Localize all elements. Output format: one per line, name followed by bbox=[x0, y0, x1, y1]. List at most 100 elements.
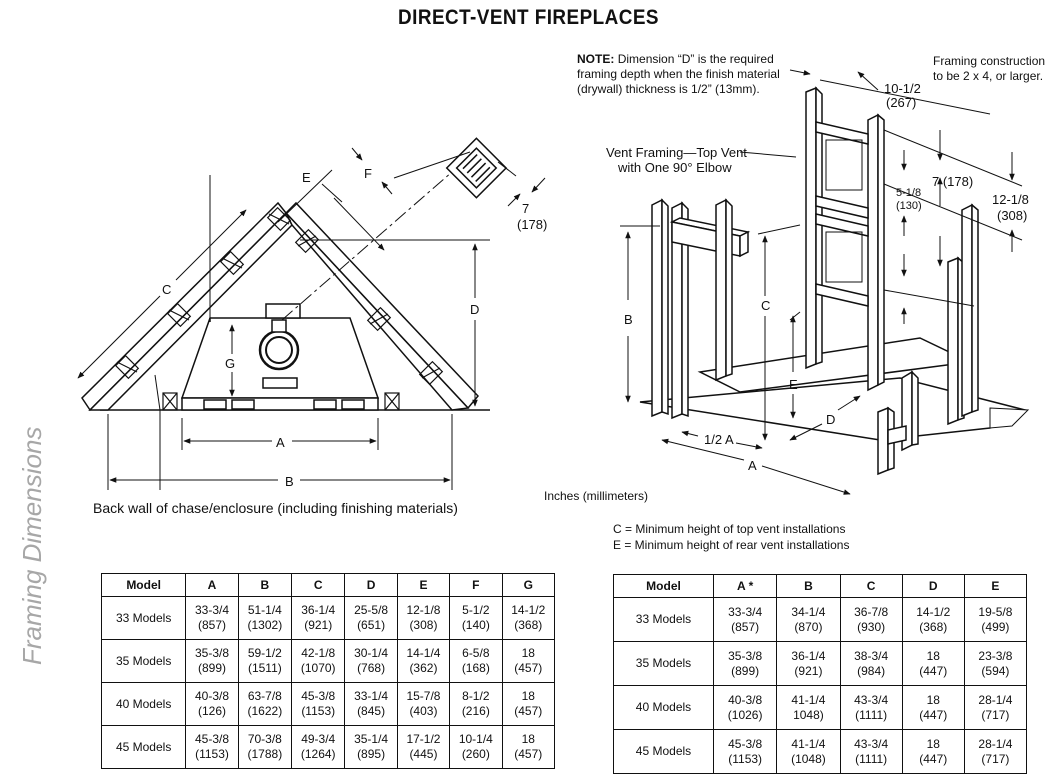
mm-value: (845) bbox=[357, 704, 386, 718]
mm-value: (1153) bbox=[301, 704, 336, 718]
mm-value: (126) bbox=[197, 704, 226, 718]
dimension-cell: 6-5/8(168) bbox=[449, 639, 503, 683]
dim-f-label: F bbox=[364, 166, 372, 181]
dimension-cell: 63-7/8(1622) bbox=[237, 682, 293, 726]
dimension-cell: 70-3/8(1788) bbox=[237, 725, 293, 769]
mm-value: (168) bbox=[461, 661, 490, 675]
dim-12-mm-label: (308) bbox=[997, 208, 1027, 223]
mm-value: (921) bbox=[794, 663, 823, 678]
dim-c-label: C bbox=[162, 282, 171, 297]
model-cell: 35 Models bbox=[100, 639, 187, 683]
dimension-cell: 36-1/4(921) bbox=[776, 641, 841, 686]
inch-value: 19-5/8 bbox=[978, 604, 1013, 619]
model-cell: 33 Models bbox=[613, 597, 714, 642]
model-cell: 40 Models bbox=[100, 682, 187, 726]
dimension-cell: 45-3/8(1153) bbox=[712, 729, 778, 774]
mm-value: (403) bbox=[409, 704, 438, 718]
mm-value: (1511) bbox=[247, 661, 282, 675]
inch-value: 18 bbox=[521, 646, 535, 660]
note-text: Dimension “D” is the required framing de… bbox=[577, 52, 780, 96]
dim-a-label: A bbox=[276, 435, 285, 450]
mm-value: (717) bbox=[981, 707, 1010, 722]
vent-framing-labels: B C E 1/2 A A D 10-1/2 (267) 5-1/8 (130)… bbox=[606, 81, 1029, 473]
mm-value: (1622) bbox=[247, 704, 283, 718]
vent-framing-diagram bbox=[639, 86, 1028, 476]
dimension-cell: 36-7/8(930) bbox=[839, 597, 903, 642]
dimension-cell: 14-1/2(368) bbox=[901, 597, 965, 642]
vent-framing-label-line1: Vent Framing—Top Vent bbox=[606, 145, 747, 160]
dimension-cell: 10-1/4(260) bbox=[449, 725, 503, 769]
model-cell: 35 Models bbox=[613, 641, 714, 686]
dimension-cell: 14-1/4(362) bbox=[396, 639, 451, 683]
dimension-cell: 40-3/8(126) bbox=[185, 682, 239, 726]
mm-value: (447) bbox=[919, 751, 948, 766]
mm-value: (899) bbox=[197, 661, 226, 675]
dimension-cell: 23-3/8(594) bbox=[963, 641, 1028, 686]
dimension-cell: 59-1/2(1511) bbox=[237, 639, 293, 683]
mm-value: (594) bbox=[981, 663, 1010, 678]
inch-value: 23-3/8 bbox=[978, 648, 1013, 663]
mm-value: (1070) bbox=[300, 661, 336, 675]
mm-value: (1788) bbox=[247, 747, 283, 761]
dimension-cell: 17-1/2(445) bbox=[396, 725, 451, 769]
corner-installation-diagram bbox=[77, 137, 546, 490]
inch-value: 18 bbox=[521, 689, 535, 703]
inch-value: 17-1/2 bbox=[406, 732, 441, 746]
mm-value: (895) bbox=[357, 747, 386, 761]
inch-value: 35-3/8 bbox=[728, 648, 763, 663]
inch-value: 35-3/8 bbox=[194, 646, 229, 660]
inch-value: 15-7/8 bbox=[406, 689, 441, 703]
dimension-cell: 36-1/4(921) bbox=[291, 596, 346, 640]
dim-e-label: E bbox=[302, 170, 311, 185]
mm-value: (457) bbox=[514, 747, 543, 761]
dimension-legend: C = Minimum height of top vent installat… bbox=[613, 521, 849, 553]
framing-depth-note: NOTE: Dimension “D” is the required fram… bbox=[577, 52, 787, 97]
inch-value: 43-3/4 bbox=[854, 736, 889, 751]
mm-value: (457) bbox=[514, 704, 543, 718]
dimension-cell: 40-3/8(1026) bbox=[712, 685, 778, 730]
dim-7-label: 7 (178) bbox=[932, 174, 973, 189]
mm-value: (857) bbox=[731, 619, 760, 634]
mm-value: (930) bbox=[857, 619, 886, 634]
dimension-cell: 43-3/4(1111) bbox=[839, 729, 903, 774]
dimension-cell: 28-1/4(717) bbox=[963, 729, 1028, 774]
dimension-cell: 45-3/8(1153) bbox=[291, 682, 346, 726]
dimension-cell: 18(447) bbox=[901, 729, 965, 774]
inch-value: 10-1/4 bbox=[458, 732, 493, 746]
inch-value: 59-1/2 bbox=[247, 646, 282, 660]
dimension-cell: 35-3/8(899) bbox=[185, 639, 239, 683]
inch-value: 30-1/4 bbox=[354, 646, 389, 660]
dim-5-label: 5-1/8 bbox=[896, 187, 921, 199]
mm-value: (1048) bbox=[791, 751, 826, 766]
dimension-cell: 49-3/4(1264) bbox=[291, 725, 346, 769]
vent-framing-dimensions bbox=[620, 69, 1030, 495]
inch-value: 40-3/8 bbox=[728, 692, 763, 707]
right-dim-e-label: E bbox=[789, 377, 798, 392]
vent-framing-label-line2: with One 90° Elbow bbox=[617, 160, 732, 175]
column-header: Model bbox=[100, 573, 187, 597]
column-header: A bbox=[185, 573, 239, 597]
inch-value: 5-1/2 bbox=[462, 603, 490, 617]
back-wall-caption: Back wall of chase/enclosure (including … bbox=[93, 500, 458, 516]
inch-value: 43-3/4 bbox=[854, 692, 889, 707]
dimension-cell: 43-3/4(1111) bbox=[839, 685, 903, 730]
mm-value: (768) bbox=[357, 661, 386, 675]
mm-value: 1048) bbox=[793, 707, 824, 722]
model-cell: 45 Models bbox=[613, 729, 714, 774]
inch-value: 49-3/4 bbox=[301, 732, 336, 746]
inch-value: 34-1/4 bbox=[791, 604, 826, 619]
inch-value: 28-1/4 bbox=[978, 692, 1013, 707]
inch-value: 14-1/4 bbox=[406, 646, 441, 660]
mm-value: (1153) bbox=[728, 751, 763, 766]
inch-value: 51-1/4 bbox=[247, 603, 282, 617]
mm-value: (1111) bbox=[855, 751, 888, 766]
dimension-cell: 5-1/2(140) bbox=[449, 596, 503, 640]
